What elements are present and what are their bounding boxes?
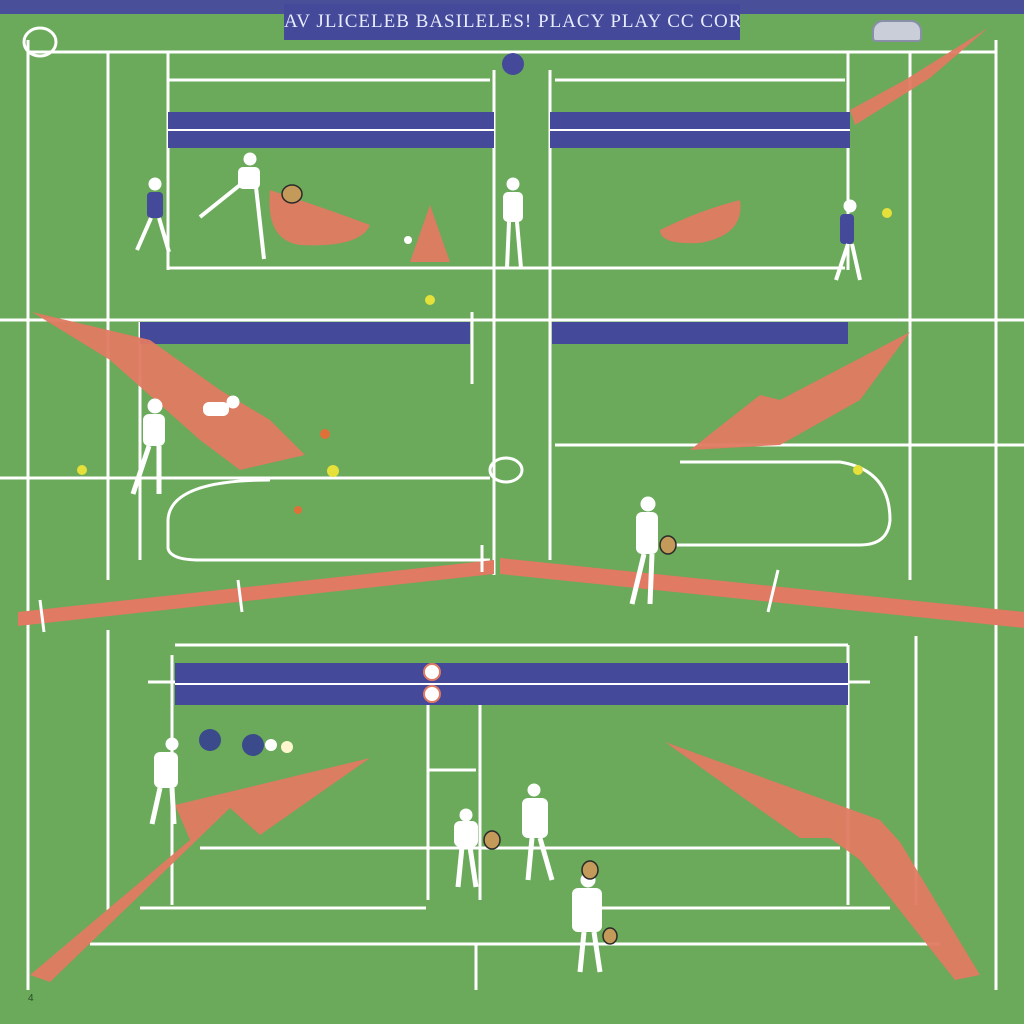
tennis-racket-icon bbox=[281, 184, 303, 204]
player bbox=[572, 872, 603, 973]
scoreboard-icon bbox=[872, 20, 922, 42]
tennis-ball-icon bbox=[882, 208, 892, 218]
player bbox=[135, 177, 171, 253]
court-lines bbox=[0, 40, 1024, 990]
player bbox=[629, 496, 658, 605]
tennis-ball-icon bbox=[327, 465, 339, 477]
arrow-lower-left bbox=[30, 758, 370, 982]
player bbox=[834, 199, 862, 281]
rackets bbox=[22, 26, 677, 945]
clay-blob-3 bbox=[410, 205, 450, 262]
player bbox=[203, 395, 240, 416]
tennis-ball-icon bbox=[242, 734, 264, 756]
tennis-racket-icon bbox=[659, 535, 677, 555]
player bbox=[454, 808, 479, 888]
tennis-racket-icon bbox=[483, 830, 501, 850]
tennis-ball-icon bbox=[320, 429, 330, 439]
tennis-ball-icon bbox=[425, 295, 435, 305]
tennis-racket-icon bbox=[22, 26, 58, 58]
arrow-lower-right bbox=[665, 742, 980, 980]
tennis-racket-icon bbox=[488, 456, 524, 484]
tennis-ball-icon bbox=[265, 739, 277, 751]
tennis-ball-icon bbox=[199, 729, 221, 751]
tennis-ball-icon bbox=[423, 663, 441, 681]
tennis-ball-icon bbox=[423, 685, 441, 703]
player bbox=[149, 737, 179, 825]
balls bbox=[77, 53, 892, 756]
arrow-upper-right bbox=[850, 28, 988, 125]
clay-band bbox=[18, 558, 1024, 628]
arrow-upper-left bbox=[32, 312, 305, 470]
title-banner: AV JLICELEB BASILELES! PLACY PLAY CC COR… bbox=[284, 4, 740, 40]
player bbox=[503, 177, 523, 269]
tennis-ball-icon bbox=[294, 506, 302, 514]
tennis-ball-icon bbox=[502, 53, 524, 75]
clay-blob-2 bbox=[660, 200, 741, 244]
nets bbox=[140, 112, 850, 705]
player bbox=[130, 398, 165, 495]
footer-mark: 4 bbox=[28, 993, 34, 1004]
tennis-ball-icon bbox=[404, 236, 412, 244]
tennis-ball-icon bbox=[77, 465, 87, 475]
clay-blob-1 bbox=[269, 190, 370, 246]
net-middle-right bbox=[552, 322, 848, 344]
tennis-racket-icon bbox=[602, 927, 618, 945]
tennis-ball-icon bbox=[853, 465, 863, 475]
tennis-ball-icon bbox=[281, 741, 293, 753]
net-posts bbox=[38, 545, 780, 633]
player bbox=[198, 152, 266, 260]
players bbox=[130, 152, 862, 973]
tennis-racket-icon bbox=[581, 860, 599, 880]
arrows bbox=[30, 28, 988, 982]
net-middle-left bbox=[140, 322, 470, 344]
arrow-right bbox=[690, 332, 910, 450]
player bbox=[522, 783, 555, 881]
